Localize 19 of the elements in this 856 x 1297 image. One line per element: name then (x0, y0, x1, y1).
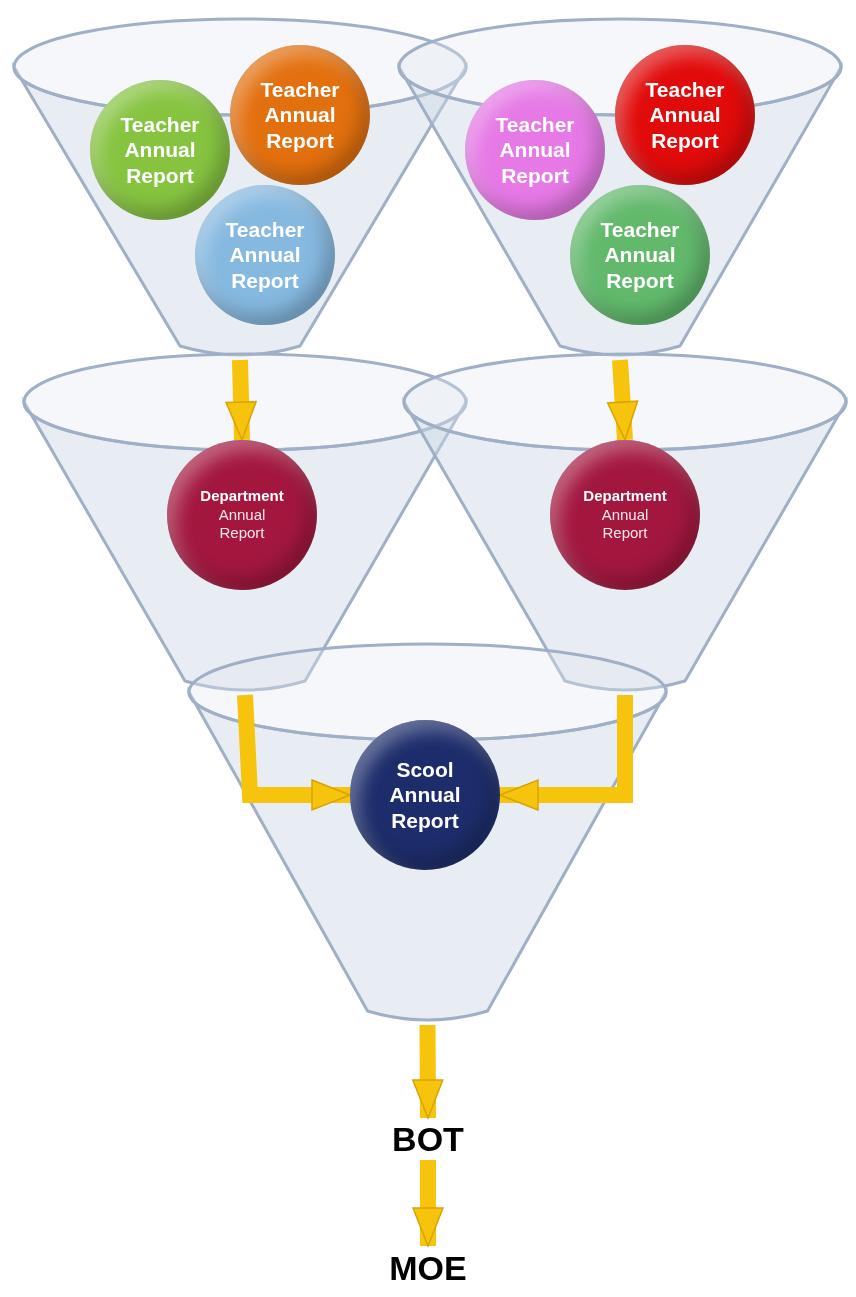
report-label: Teacher Annual Report (494, 112, 576, 188)
arrow (499, 695, 633, 811)
report-label: Scool Annual Report (388, 757, 462, 833)
arrow (412, 1160, 444, 1247)
report-label: Annual Report (600, 505, 650, 544)
report-label: Teacher Annual Report (644, 77, 726, 153)
report-label: Teacher Annual Report (119, 112, 201, 188)
destination-label: MOE (389, 1247, 467, 1289)
report-label: Department (199, 486, 285, 506)
arrow (412, 1024, 444, 1119)
report-label: Teacher Annual Report (259, 77, 341, 153)
arrow (237, 694, 351, 811)
destination-label: BOT (392, 1118, 464, 1160)
arrow (606, 359, 639, 441)
report-label: Department (582, 486, 668, 506)
report-label: Teacher Annual Report (224, 217, 306, 293)
report-label: Annual Report (217, 505, 267, 544)
arrow (225, 359, 257, 441)
report-label: Teacher Annual Report (599, 217, 681, 293)
